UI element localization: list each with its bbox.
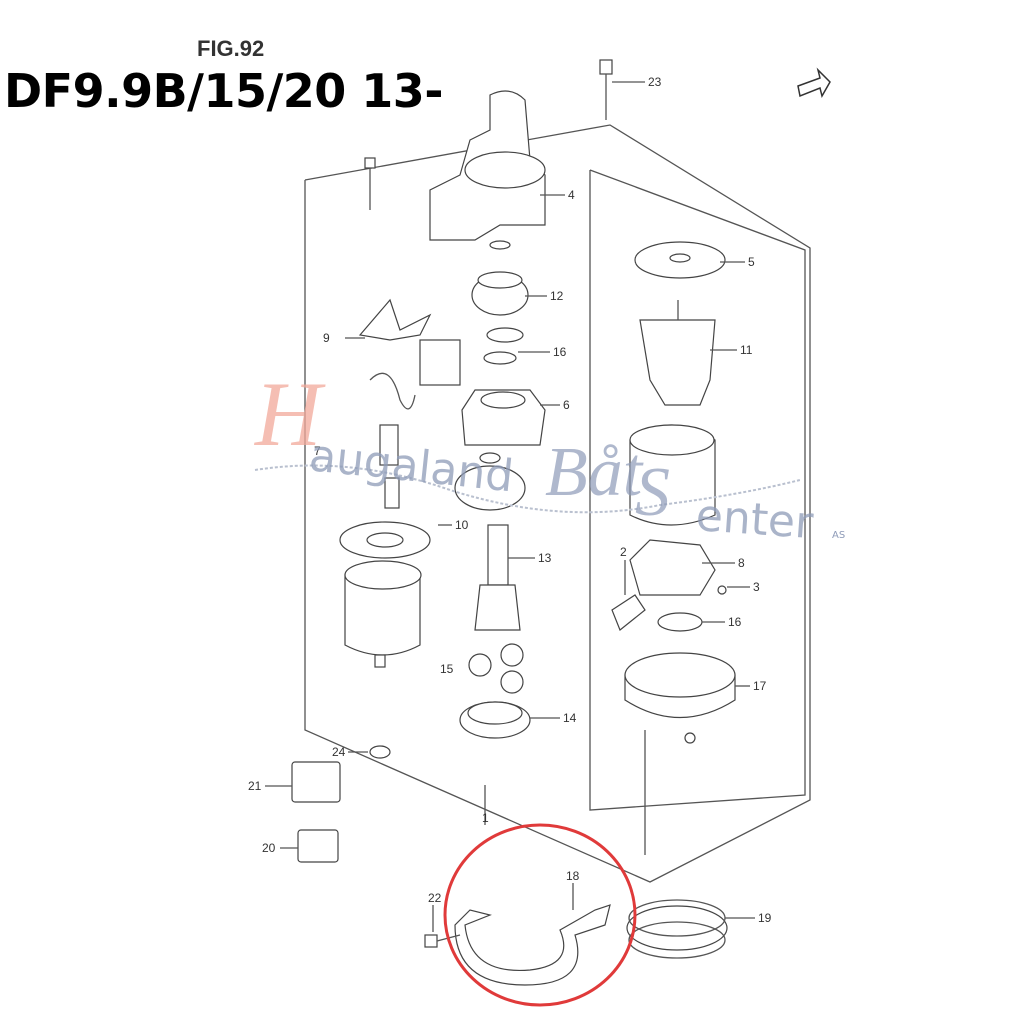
- dealer-watermark: H augaland Båt S enter AS: [254, 363, 845, 549]
- end-cover-17: [624, 652, 736, 744]
- watermark-baat: Båt: [545, 434, 644, 511]
- front-arrow-icon: [797, 67, 831, 98]
- plate-10: [339, 521, 431, 559]
- armature-11: [639, 300, 716, 406]
- callout: 7: [314, 444, 321, 458]
- yoke: [629, 424, 716, 526]
- callout-labels: 23 4 5 12 9 16 11 6 7 10 13 2 8 3 16 15 …: [248, 75, 772, 925]
- callout: 1: [482, 811, 489, 825]
- relay-21: [291, 761, 341, 803]
- callout: 11: [740, 343, 753, 357]
- highlight-circle: [443, 823, 637, 1007]
- figure-number: FIG.92: [197, 36, 265, 61]
- callout: 16: [553, 345, 567, 359]
- callout: 16: [728, 615, 742, 629]
- gear-12: [471, 240, 529, 316]
- washer-16b: [657, 612, 703, 632]
- watermark-h: H: [254, 363, 326, 465]
- rings-16: [483, 327, 524, 365]
- band-19: [626, 899, 728, 959]
- ring-gear-14: [459, 701, 531, 739]
- callout: 3: [753, 580, 760, 594]
- callout: 18: [566, 869, 580, 883]
- callout: 13: [538, 551, 552, 565]
- motor: [344, 560, 422, 668]
- assembly-frame: [304, 124, 811, 883]
- callout: 20: [262, 841, 276, 855]
- watermark-as: AS: [832, 530, 845, 541]
- bolt-small: [364, 157, 376, 210]
- callout: 4: [568, 188, 575, 202]
- callout: 22: [428, 891, 442, 905]
- callout: 9: [323, 331, 330, 345]
- relay-20: [297, 829, 339, 863]
- callout: 2: [620, 545, 627, 559]
- callout: 14: [563, 711, 577, 725]
- callout: 24: [332, 745, 346, 759]
- gears-15: [468, 643, 524, 694]
- leader-lines: [265, 81, 755, 932]
- gasket: [454, 452, 526, 511]
- bracket-18: [454, 904, 611, 986]
- nut-24: [369, 745, 391, 759]
- callout: 5: [748, 255, 755, 269]
- plate-5: [634, 241, 726, 279]
- cover-6: [461, 389, 546, 446]
- callout: 8: [738, 556, 745, 570]
- lever-9: [358, 298, 432, 341]
- brush-2: [611, 594, 646, 631]
- watermark-s: S: [635, 454, 670, 531]
- shaft-13: [474, 524, 521, 631]
- solenoid-parts: [369, 339, 461, 509]
- bolt-22: [424, 934, 461, 948]
- callout: 19: [758, 911, 772, 925]
- model-title: DF9.9B/15/20 13-: [4, 64, 443, 118]
- watermark-enter: enter: [694, 490, 816, 549]
- callout: 23: [648, 75, 662, 89]
- callout: 10: [455, 518, 469, 532]
- brush-holder-8: [629, 539, 727, 596]
- callout: 12: [550, 289, 564, 303]
- callout: 21: [248, 779, 262, 793]
- bolt-23: [599, 59, 613, 120]
- callout: 17: [753, 679, 767, 693]
- callout: 15: [440, 662, 454, 676]
- callout: 6: [563, 398, 570, 412]
- housing-4: [429, 90, 546, 241]
